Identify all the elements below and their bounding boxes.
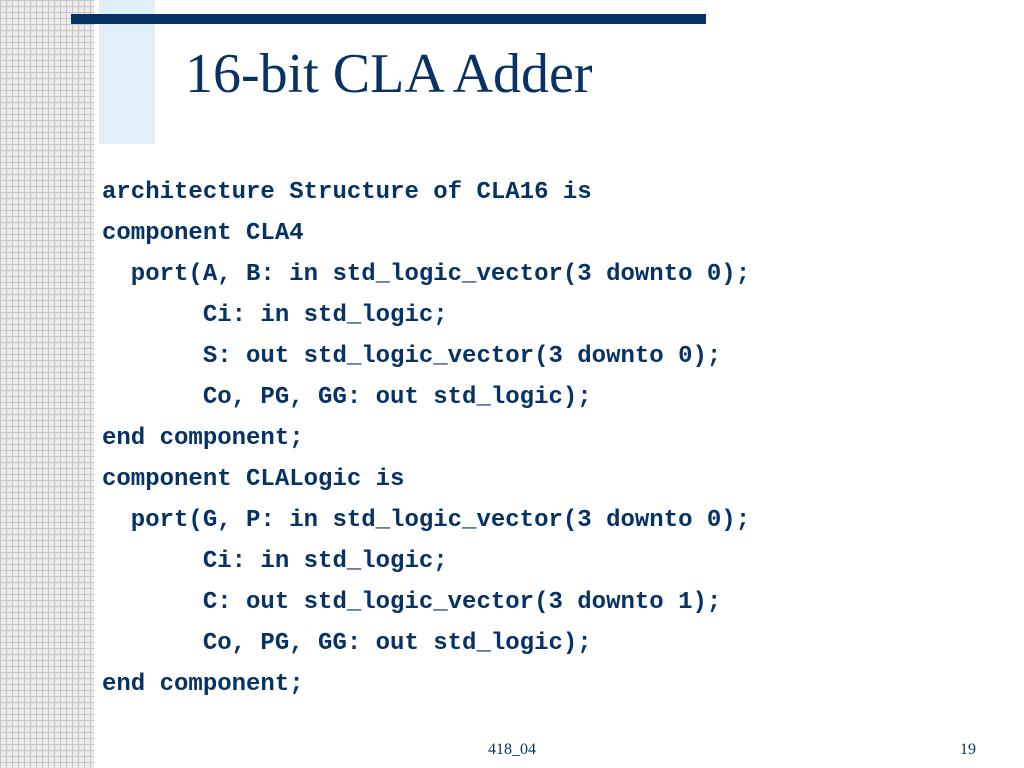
code-block: architecture Structure of CLA16 is compo… — [102, 172, 750, 705]
code-line: Ci: in std_logic; — [102, 302, 448, 329]
footer-page-number: 19 — [960, 741, 976, 758]
footer-course-code: 418_04 — [488, 741, 536, 758]
title-accent-bar — [71, 14, 706, 24]
code-line: end component; — [102, 671, 304, 698]
code-line: C: out std_logic_vector(3 downto 1); — [102, 589, 722, 616]
decorative-grid-strip — [0, 0, 94, 768]
code-line: port(G, P: in std_logic_vector(3 downto … — [102, 507, 751, 534]
code-line: Ci: in std_logic; — [102, 548, 448, 575]
code-line: architecture Structure of CLA16 is — [102, 179, 592, 206]
code-line: component CLALogic is — [102, 466, 405, 493]
code-line: Co, PG, GG: out std_logic); — [102, 630, 592, 657]
code-line: port(A, B: in std_logic_vector(3 downto … — [102, 261, 751, 288]
slide-title: 16-bit CLA Adder — [185, 43, 593, 105]
code-line: component CLA4 — [102, 220, 304, 247]
code-line: S: out std_logic_vector(3 downto 0); — [102, 343, 722, 370]
decorative-accent-box — [99, 0, 155, 144]
code-line: Co, PG, GG: out std_logic); — [102, 384, 592, 411]
code-line: end component; — [102, 425, 304, 452]
